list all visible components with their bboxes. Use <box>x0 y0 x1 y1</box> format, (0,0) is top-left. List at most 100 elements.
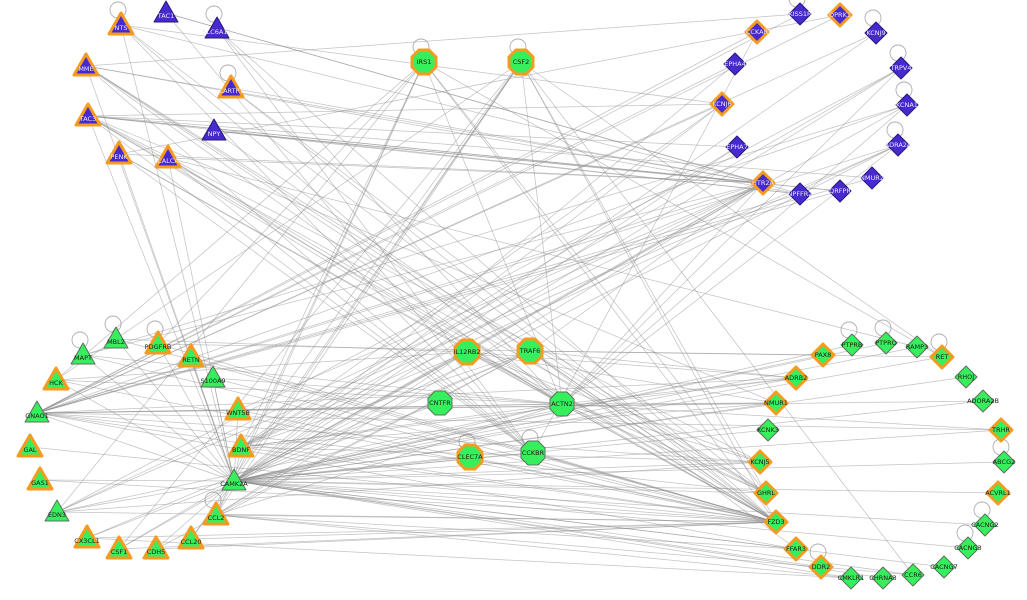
node-NPFFR2[interactable] <box>788 182 812 206</box>
node-KISS1R[interactable] <box>788 2 812 26</box>
node-TRAF6[interactable] <box>516 337 544 365</box>
node-WNT5B[interactable] <box>224 396 252 421</box>
node-IRS1[interactable] <box>410 48 438 76</box>
node-CLEC7A[interactable] <box>456 443 484 471</box>
node-CACNG2[interactable] <box>973 513 997 537</box>
node-CX3CL1[interactable] <box>73 524 101 549</box>
node-PENK[interactable] <box>105 140 133 165</box>
node-TAC1[interactable] <box>153 0 179 23</box>
edge-CSF2-RET <box>520 61 943 358</box>
node-KCNJ6[interactable] <box>709 91 735 117</box>
node-CDH5[interactable] <box>142 535 170 560</box>
edge-BDNF-NMUR1 <box>240 402 777 448</box>
node-FZD3[interactable] <box>763 509 789 535</box>
node-OPRK1[interactable] <box>827 2 853 28</box>
node-ACVRL1[interactable] <box>985 480 1011 506</box>
node-NMUR2[interactable] <box>860 166 884 190</box>
node-CARTPT[interactable] <box>217 74 245 99</box>
node-CCKBR[interactable] <box>520 440 546 466</box>
edge-GNAO1-FFAR3 <box>36 412 797 550</box>
node-QRFPR[interactable] <box>828 179 852 203</box>
node-ADRB2[interactable] <box>783 365 809 391</box>
node-CSF2[interactable] <box>507 48 535 76</box>
node-KCNK3[interactable] <box>756 418 780 442</box>
node-TRPV4[interactable] <box>889 56 913 80</box>
edge-OPRK1-GNAO1 <box>36 14 841 414</box>
node-CCR6[interactable] <box>901 563 925 587</box>
edge-CSF2-CCR6 <box>520 61 914 576</box>
node-CCKAR[interactable] <box>744 19 770 45</box>
node-CACNG7[interactable] <box>932 555 956 579</box>
node-NMUR1[interactable] <box>763 390 789 416</box>
edge-CAMK2A-MBL2 <box>115 338 235 482</box>
node-HCK[interactable] <box>42 366 70 391</box>
edge-TAC3-NMUR2 <box>87 115 873 179</box>
node-KCNA1[interactable] <box>895 93 919 117</box>
node-GHRL[interactable] <box>753 480 779 506</box>
edge-NPY-NPFFR2 <box>213 130 801 195</box>
edge-CAMK2A-GNAO1 <box>36 412 235 482</box>
edge-CAMK2A-CLEC7A <box>233 456 471 482</box>
node-CAMK2A[interactable] <box>221 468 247 491</box>
edge-QRFPR-GNAO1 <box>36 190 841 414</box>
edge-FZD3-GAL <box>29 446 777 523</box>
node-EDN3[interactable] <box>44 499 70 522</box>
node-MAPT[interactable] <box>70 342 96 365</box>
node-PTPRB[interactable] <box>840 333 864 357</box>
node-ABCG2[interactable] <box>992 450 1016 474</box>
node-SLC6A12[interactable] <box>204 16 230 39</box>
node-HTR2A[interactable] <box>750 170 776 196</box>
node-EPHA4[interactable] <box>723 52 747 76</box>
edge-ACTN2-KCNJ5 <box>561 403 761 463</box>
node-BDNF[interactable] <box>227 433 255 458</box>
edge-CAMK2A-ABCG2 <box>233 461 1005 482</box>
node-KCNJ5[interactable] <box>747 449 773 475</box>
node-RAMP3[interactable] <box>905 335 929 359</box>
node-TAC3[interactable] <box>74 102 102 127</box>
node-FFAR3[interactable] <box>783 536 809 562</box>
node-CALCA[interactable] <box>154 144 182 169</box>
node-MME[interactable] <box>72 52 100 77</box>
node-ADRA2A[interactable] <box>886 133 910 157</box>
node-CNTFR[interactable] <box>427 390 453 416</box>
edge-CAMK2A-GHRL <box>233 480 767 494</box>
edge-IL12RB2-BDNF <box>240 351 468 448</box>
node-PTPRO[interactable] <box>874 331 898 355</box>
node-CMKLR1[interactable] <box>839 566 863 590</box>
edge-HTR2A-WNT5B <box>237 182 764 411</box>
node-RHOJ[interactable] <box>954 365 978 389</box>
node-TRHR[interactable] <box>988 417 1014 443</box>
node-KCNJ9[interactable] <box>864 21 888 45</box>
node-NPY[interactable] <box>201 118 227 141</box>
edge-CAMK2A-PDGFRB <box>157 343 235 482</box>
edge-CAMK2A-FZD3 <box>233 480 777 523</box>
node-GNAO1[interactable] <box>24 400 50 423</box>
node-CSF1[interactable] <box>105 535 133 560</box>
node-CHRNA3[interactable] <box>871 566 895 590</box>
node-MBL2[interactable] <box>103 326 129 349</box>
node-IL12RB2[interactable] <box>453 338 481 366</box>
node-GAS1[interactable] <box>26 466 54 491</box>
node-PDGFRB[interactable] <box>144 330 172 355</box>
node-RET[interactable] <box>929 344 955 370</box>
edge-TRAF6-FFAR3 <box>529 350 797 550</box>
edge-CSF2-BDNF <box>240 61 522 448</box>
node-CACNG3[interactable] <box>956 536 980 560</box>
node-CCL20[interactable] <box>177 525 205 550</box>
node-EPHA7[interactable] <box>725 135 749 159</box>
node-CCL2[interactable] <box>202 501 230 526</box>
edge-CAMK2A-CACNG3 <box>233 480 969 549</box>
node-GAL[interactable] <box>16 433 44 458</box>
node-PAX8[interactable] <box>810 342 836 368</box>
edge-IL12RB2-GHRL <box>466 351 767 494</box>
edge-FZD3-CLEC7A <box>469 456 777 523</box>
node-RETN[interactable] <box>177 343 205 368</box>
edge-FZD3-GNAO1 <box>36 412 777 523</box>
node-DDR2[interactable] <box>808 554 834 580</box>
node-NTS[interactable] <box>107 11 135 36</box>
node-ACTN2[interactable] <box>549 391 575 417</box>
node-ADORA2B[interactable] <box>971 389 995 413</box>
node-S100A9[interactable] <box>200 365 226 388</box>
